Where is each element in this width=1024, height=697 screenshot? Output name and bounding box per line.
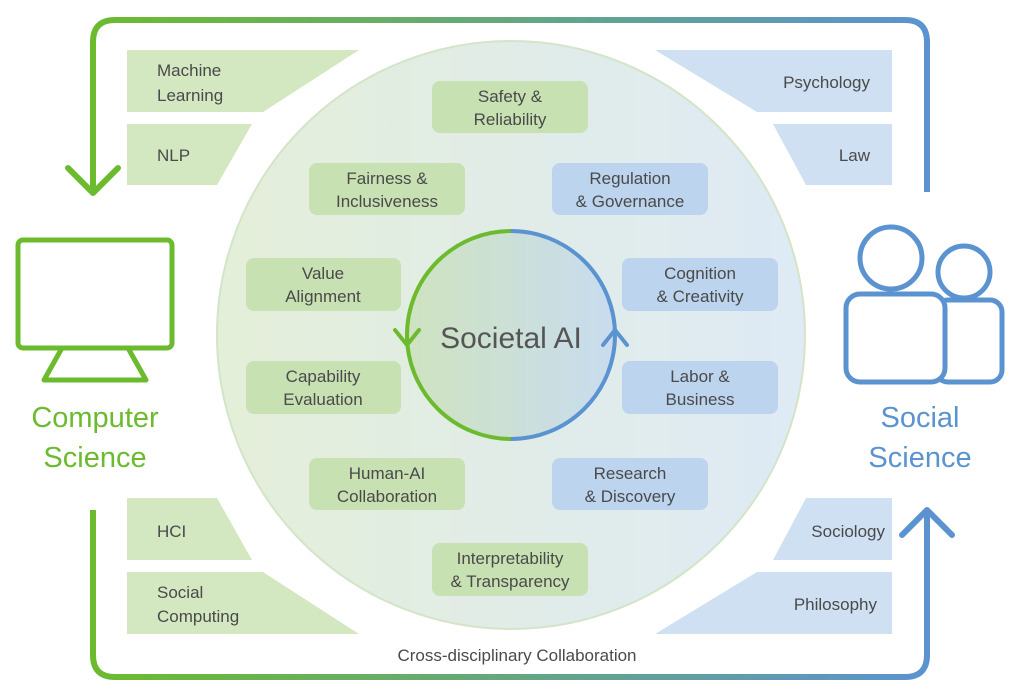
- topic-label-research-1: Research: [594, 464, 667, 483]
- field-label-social-computing-2: Computing: [157, 607, 239, 626]
- topic-label-value-2: Alignment: [285, 287, 361, 306]
- computer-science-label-1: Computer: [31, 402, 159, 434]
- topic-box-capability: [246, 361, 401, 414]
- tab-hci: [127, 498, 252, 560]
- tab-law: [773, 124, 892, 185]
- topic-box-research: [552, 458, 708, 510]
- topic-boxes: [246, 81, 778, 596]
- topic-label-regulation-2: & Governance: [576, 192, 685, 211]
- topic-box-value-alignment: [246, 258, 401, 311]
- tab-psychology: [655, 50, 892, 112]
- field-label-sociology: Sociology: [811, 522, 885, 541]
- field-label-psychology: Psychology: [783, 73, 870, 92]
- arrow-down-left-icon: [65, 165, 121, 196]
- field-label-hci: HCI: [157, 522, 186, 541]
- field-label-law: Law: [839, 146, 871, 165]
- field-label-machine-learning-1: Machine: [157, 61, 221, 80]
- topic-box-interpretability: [432, 543, 588, 596]
- topic-label-fairness-2: Inclusiveness: [336, 192, 438, 211]
- topic-label-regulation-1: Regulation: [589, 169, 670, 188]
- topic-label-safety-1: Safety &: [478, 87, 543, 106]
- topic-label-cognition-1: Cognition: [664, 264, 736, 283]
- inner-ring-right: [510, 229, 617, 441]
- tab-sociology: [773, 498, 892, 560]
- computer-science-label-2: Science: [43, 442, 146, 474]
- inner-arrow-right-icon: [601, 328, 629, 347]
- left-field-tabs: [127, 50, 359, 634]
- tab-philosophy: [655, 572, 892, 634]
- topic-label-research-2: & Discovery: [585, 487, 676, 506]
- topic-labels: Safety & Reliability Fairness & Inclusiv…: [283, 87, 744, 591]
- topic-box-labor: [622, 361, 778, 414]
- field-label-nlp: NLP: [157, 146, 190, 165]
- topic-label-labor-1: Labor &: [670, 367, 730, 386]
- tab-social-computing: [127, 572, 359, 634]
- topic-label-safety-2: Reliability: [474, 110, 547, 129]
- topic-box-cognition: [622, 258, 778, 311]
- field-label-philosophy: Philosophy: [794, 595, 878, 614]
- topic-box-safety: [432, 81, 588, 133]
- field-label-social-computing-1: Social: [157, 583, 203, 602]
- tab-machine-learning: [127, 50, 359, 112]
- social-science-label-1: Social: [881, 402, 960, 434]
- topic-label-labor-2: Business: [666, 390, 735, 409]
- people-icon: [843, 224, 1005, 385]
- topic-label-interpretability-1: Interpretability: [457, 549, 564, 568]
- right-field-tabs: [655, 50, 892, 634]
- topic-label-capability-1: Capability: [286, 367, 361, 386]
- topic-box-human-ai: [309, 458, 465, 510]
- topic-box-fairness: [309, 163, 465, 215]
- topic-label-interpretability-2: & Transparency: [450, 572, 570, 591]
- topic-label-capability-2: Evaluation: [283, 390, 362, 409]
- monitor-icon: [15, 237, 175, 383]
- topic-label-human-ai-1: Human-AI: [349, 464, 426, 483]
- topic-label-value-1: Value: [302, 264, 344, 283]
- topic-label-human-ai-2: Collaboration: [337, 487, 437, 506]
- social-science-label-2: Science: [868, 442, 971, 474]
- frame-bottom-path: [90, 510, 930, 680]
- topic-label-fairness-1: Fairness &: [346, 169, 428, 188]
- frame-top-path: [90, 17, 930, 192]
- tab-nlp: [127, 124, 252, 185]
- inner-circle: [407, 231, 615, 439]
- footer-label: Cross-disciplinary Collaboration: [397, 646, 636, 665]
- field-label-machine-learning-2: Learning: [157, 86, 223, 105]
- inner-arrow-left-icon: [393, 328, 421, 347]
- arrow-up-right-icon: [899, 507, 955, 538]
- topic-label-cognition-2: & Creativity: [657, 287, 744, 306]
- inner-ring-left: [405, 229, 512, 441]
- topic-box-regulation: [552, 163, 708, 215]
- center-title: Societal AI: [440, 322, 582, 355]
